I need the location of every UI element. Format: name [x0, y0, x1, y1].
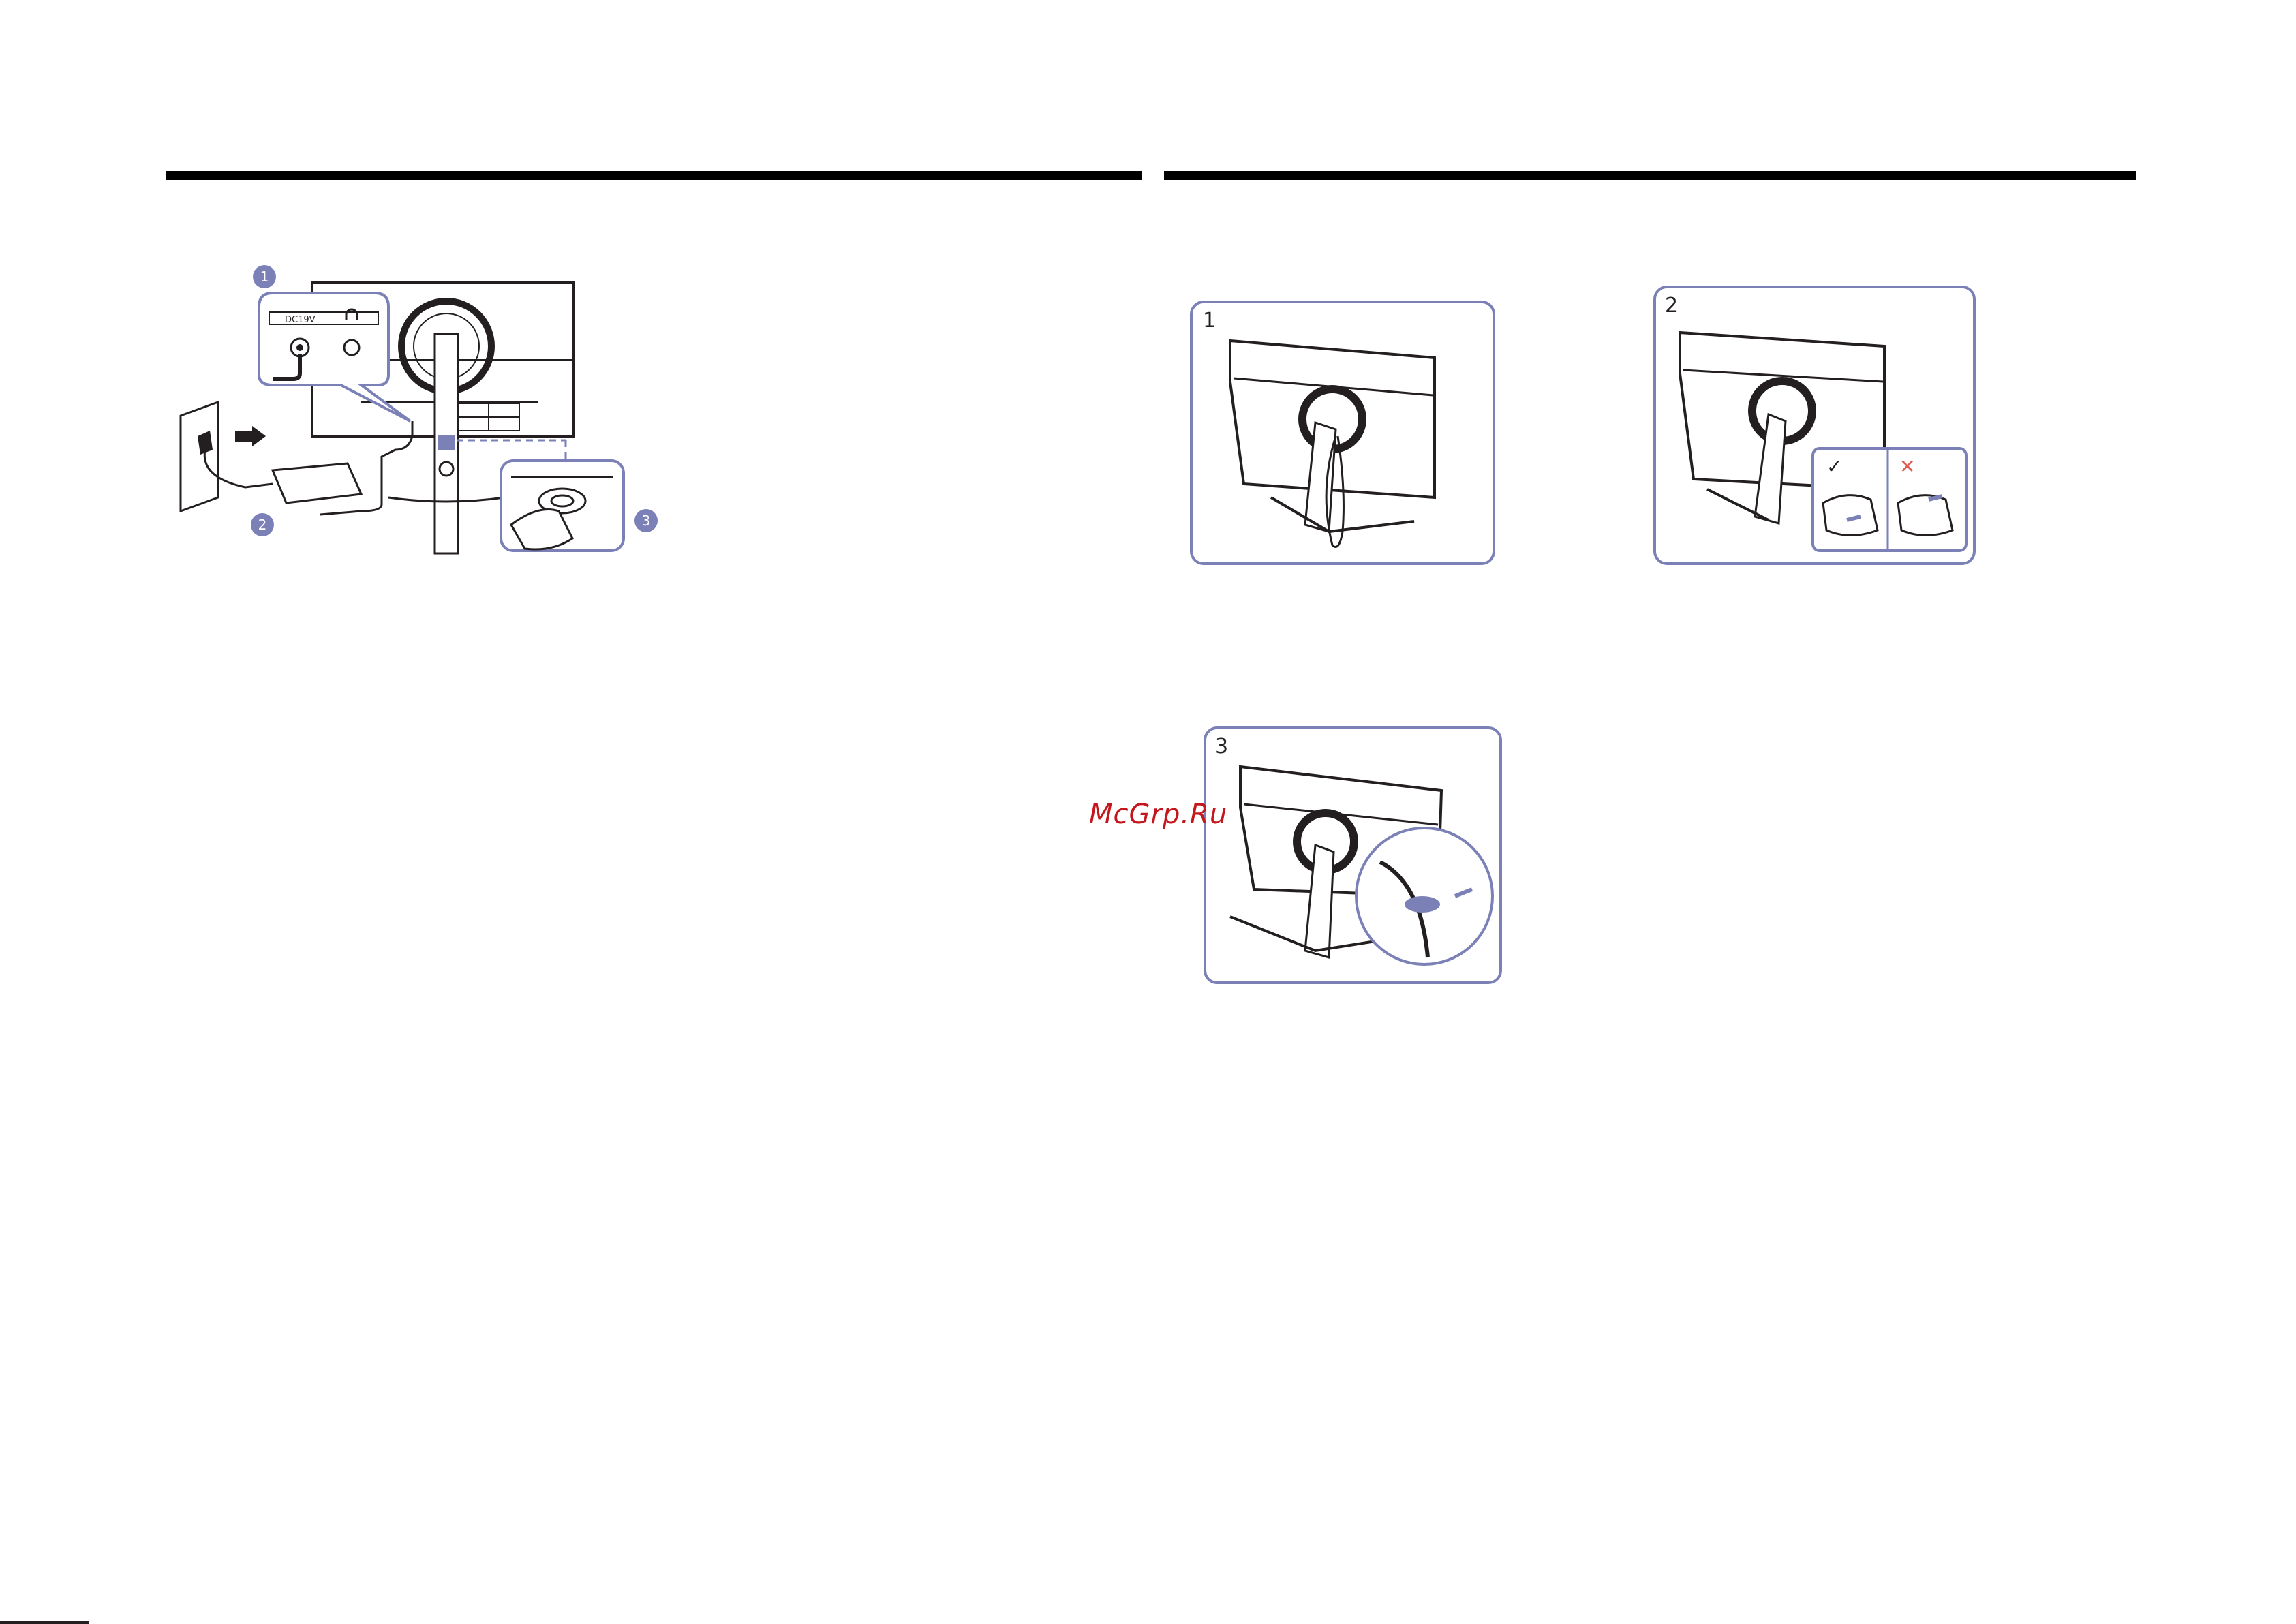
watermark: McGrp.Ru: [1089, 799, 1227, 830]
svg-text:2: 2: [258, 517, 267, 533]
power-connection-figure: DC19V 1 2 3: [157, 252, 675, 572]
wall-outlet: [181, 402, 218, 511]
step-number: 1: [1203, 309, 1216, 333]
dc-port-label: DC19V: [285, 315, 316, 325]
hand-correct-icon: [1823, 495, 1878, 536]
cable-figure-3: 3: [1203, 726, 1503, 985]
step-number: 2: [1665, 294, 1678, 318]
page-footer-mark: [0, 1621, 89, 1624]
cable-figure-1: 1: [1189, 300, 1496, 566]
wrong-mark-icon: ✕: [1899, 455, 1915, 478]
power-adapter: [273, 463, 361, 503]
section-rule-right: [1164, 171, 2136, 180]
plug-in-arrow-icon: [235, 426, 266, 446]
step-number: 3: [1215, 735, 1228, 759]
cable-figure-2: 2 ✓ ✕: [1653, 285, 1976, 566]
hand-wrong-icon: [1898, 495, 1953, 536]
correct-mark-icon: ✓: [1826, 455, 1842, 478]
section-rule-left: [166, 171, 1142, 180]
svg-text:1: 1: [260, 269, 269, 285]
svg-text:3: 3: [642, 512, 651, 529]
power-button-marker: [438, 435, 455, 450]
cable-clip-marker: [1405, 896, 1440, 913]
